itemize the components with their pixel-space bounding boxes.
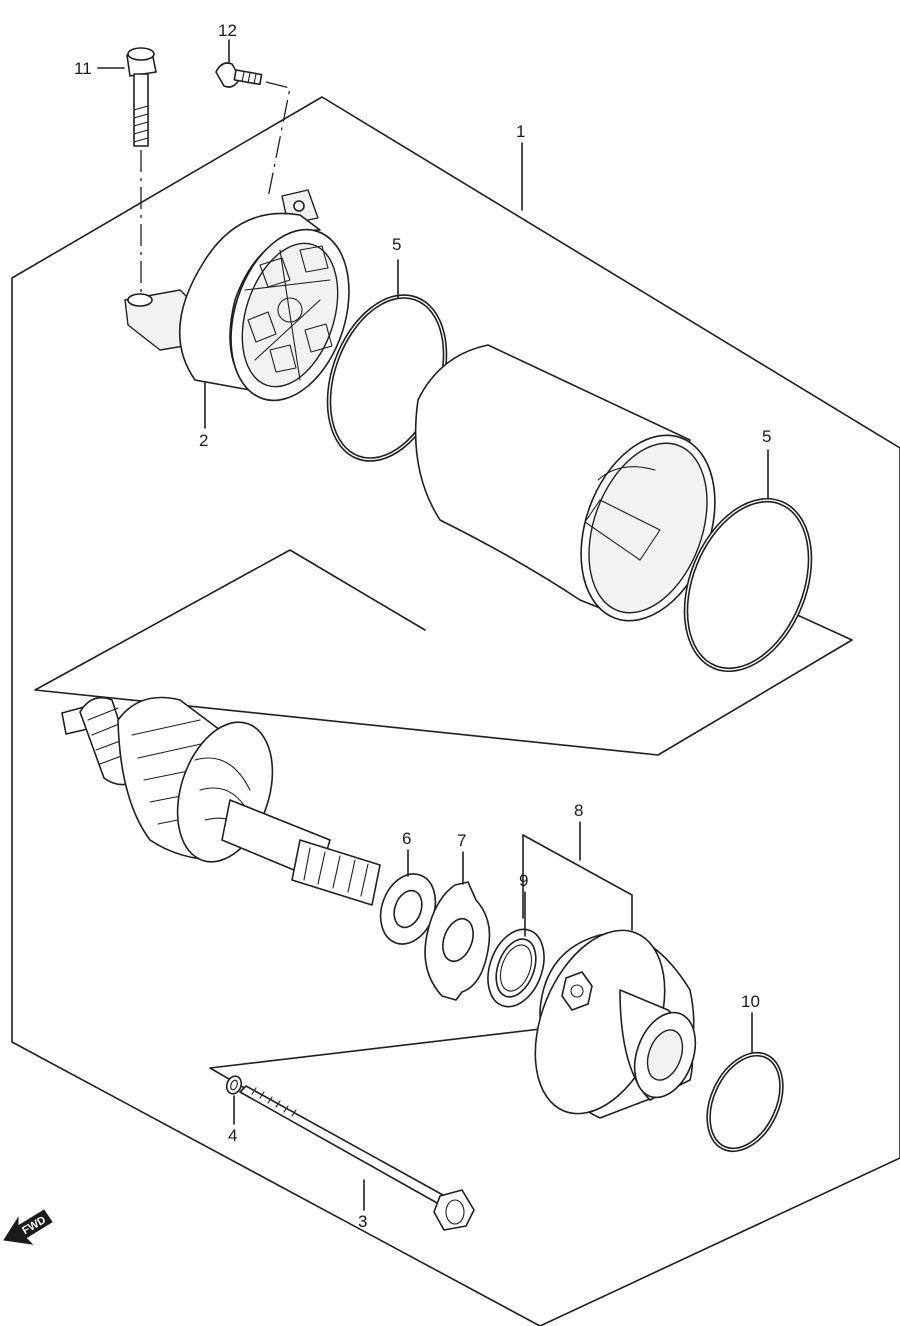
front-housing-8 bbox=[534, 929, 697, 1119]
callout-7: 7 bbox=[457, 831, 466, 850]
o-ring-5-lower bbox=[683, 497, 813, 673]
through-bolt-3 bbox=[239, 1085, 475, 1231]
brush-holder-2 bbox=[124, 189, 350, 402]
fwd-label: FWD bbox=[20, 1214, 48, 1237]
callout-10: 10 bbox=[741, 992, 760, 1011]
screw-12-axis bbox=[265, 81, 291, 199]
yoke-housing bbox=[414, 344, 716, 622]
bolt-11 bbox=[126, 47, 157, 147]
housing-bracket-2 bbox=[522, 834, 633, 931]
callout-5-upper: 5 bbox=[392, 235, 401, 254]
washer-6 bbox=[379, 873, 437, 945]
fwd-arrow-icon: FWD bbox=[3, 1209, 53, 1245]
screw-12 bbox=[215, 62, 263, 88]
callout-6: 6 bbox=[402, 829, 411, 848]
callout-12: 12 bbox=[218, 21, 237, 40]
bearing-9 bbox=[487, 928, 545, 1008]
callout-4: 4 bbox=[228, 1126, 237, 1145]
callout-8: 8 bbox=[574, 801, 583, 820]
callout-3: 3 bbox=[358, 1212, 367, 1231]
callout-9: 9 bbox=[519, 871, 528, 890]
callout-1: 1 bbox=[516, 122, 525, 141]
assembly-boundary bbox=[11, 96, 900, 1326]
o-ring-10 bbox=[706, 1051, 784, 1153]
callout-11: 11 bbox=[74, 59, 92, 78]
armature-bracket bbox=[34, 549, 853, 756]
armature bbox=[61, 696, 381, 906]
callout-2: 2 bbox=[199, 431, 208, 450]
lock-plate-7 bbox=[424, 881, 491, 1001]
washer-4 bbox=[225, 1075, 243, 1095]
callout-5-lower: 5 bbox=[762, 427, 771, 446]
